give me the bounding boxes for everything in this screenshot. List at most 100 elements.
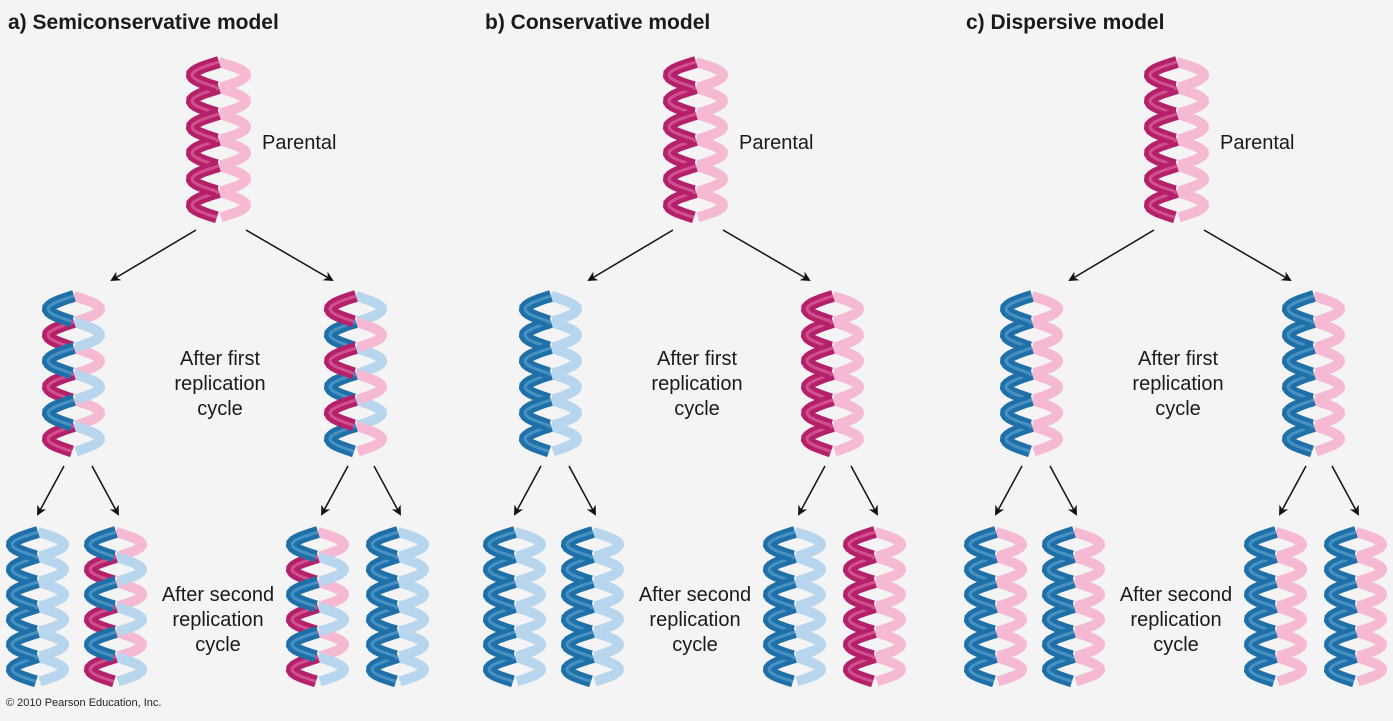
dna-helix xyxy=(662,56,729,224)
helix-strand-highlight xyxy=(1248,630,1277,658)
helix-strand-back xyxy=(396,652,430,687)
helix-strand-highlight xyxy=(1148,86,1178,115)
helix-strand-highlight xyxy=(190,190,220,219)
replication-arrow xyxy=(321,465,349,516)
helix-strand-highlight xyxy=(1004,294,1033,323)
helix-strand-back xyxy=(72,317,106,353)
panel-title: c) Dispersive model xyxy=(966,11,1165,34)
helix-strand-highlight xyxy=(1248,530,1277,558)
dna-helix xyxy=(518,290,583,458)
helix-strand-back xyxy=(694,83,729,119)
helix-strand-back xyxy=(873,627,907,662)
helix-strand-highlight xyxy=(523,424,552,453)
helix-strand-back xyxy=(831,291,865,327)
dna-helix xyxy=(560,526,625,688)
helix-strand-highlight xyxy=(328,424,357,453)
helix-strand-highlight xyxy=(523,346,552,375)
helix-strand-back xyxy=(36,602,70,637)
helix-strand-back xyxy=(1175,83,1210,119)
helix-strand-back xyxy=(1030,317,1064,353)
helix-strand-back xyxy=(1175,57,1210,93)
helix-strand-back xyxy=(72,291,106,327)
helix-strand-back xyxy=(694,109,729,145)
helix-strand-back xyxy=(994,652,1028,687)
helix-strand-highlight xyxy=(328,398,357,427)
helix-strand-back xyxy=(1072,577,1106,612)
helix-strand-back xyxy=(513,577,547,612)
helix-strand-highlight xyxy=(290,555,319,583)
helix-strand-back xyxy=(793,577,827,612)
replication-arrow xyxy=(587,229,674,282)
second-cycle-label: After second replication cycle xyxy=(1106,583,1246,658)
helix-strand-highlight xyxy=(10,530,39,558)
dna-helix xyxy=(41,290,106,458)
first-cycle-label-line: replication xyxy=(651,373,743,395)
helix-strand-highlight xyxy=(487,655,516,683)
helix-strand-back xyxy=(831,317,865,353)
dna-helix xyxy=(762,526,827,688)
helix-strand-highlight xyxy=(667,86,697,115)
helix-strand-highlight xyxy=(1248,555,1277,583)
first-cycle-label-line: replication xyxy=(174,373,266,395)
dna-helix xyxy=(83,526,148,688)
helix-strand-back xyxy=(354,317,388,353)
helix-strand-highlight xyxy=(370,580,399,608)
helix-strand-back xyxy=(316,652,350,687)
helix-strand-highlight xyxy=(10,655,39,683)
helix-strand-highlight xyxy=(968,580,997,608)
helix-strand-back xyxy=(994,552,1028,587)
helix-strand-back xyxy=(873,527,907,562)
helix-strand-back xyxy=(1175,161,1210,197)
helix-strand-back xyxy=(217,57,252,93)
helix-strand-back xyxy=(1030,369,1064,405)
helix-strand-back xyxy=(1072,527,1106,562)
helix-strand-highlight xyxy=(1286,320,1315,349)
helix-strand-highlight xyxy=(667,60,697,89)
helix-strand-back xyxy=(1072,627,1106,662)
panel-title: b) Conservative model xyxy=(485,11,711,34)
helix-strand-highlight xyxy=(1286,424,1315,453)
dna-helix xyxy=(1281,290,1346,458)
helix-strand-back xyxy=(1312,343,1346,379)
helix-strand-back xyxy=(1354,577,1388,612)
helix-strand-back xyxy=(831,343,865,379)
helix-strand-back xyxy=(1274,577,1308,612)
replication-arrow xyxy=(1203,229,1292,282)
helix-strand-highlight xyxy=(1286,372,1315,401)
helix-strand-back xyxy=(316,552,350,587)
replication-arrow xyxy=(1049,465,1077,516)
helix-strand-highlight xyxy=(46,346,75,375)
helix-strand-back xyxy=(513,627,547,662)
helix-strand-highlight xyxy=(565,580,594,608)
helix-strand-highlight xyxy=(1046,555,1075,583)
second-cycle-label-line: replication xyxy=(172,609,264,631)
helix-strand-back xyxy=(217,161,252,197)
helix-strand-back xyxy=(591,602,625,637)
helix-strand-back xyxy=(1175,187,1210,223)
helix-strand-back xyxy=(114,552,148,587)
first-cycle-label-line: cycle xyxy=(674,398,720,420)
helix-strand-back xyxy=(36,652,70,687)
helix-strand-highlight xyxy=(88,530,117,558)
helix-strand-back xyxy=(513,527,547,562)
helix-strand-back xyxy=(1354,602,1388,637)
panel-semiconservative: a) Semiconservative model Parental After… xyxy=(0,0,464,721)
helix-strand-back xyxy=(316,527,350,562)
helix-strand-back xyxy=(1312,395,1346,431)
helix-strand-back xyxy=(1072,652,1106,687)
helix-strand-highlight xyxy=(46,320,75,349)
helix-strand-back xyxy=(1175,135,1210,171)
helix-strand-highlight xyxy=(523,294,552,323)
helix-strand-back xyxy=(1274,627,1308,662)
helix-strand-highlight xyxy=(487,580,516,608)
helix-strand-highlight xyxy=(190,60,220,89)
helix-strand-back xyxy=(513,652,547,687)
helix-strand-highlight xyxy=(667,190,697,219)
helix-strand-highlight xyxy=(968,530,997,558)
helix-strand-highlight xyxy=(370,655,399,683)
dna-helix xyxy=(5,526,70,688)
helix-strand-highlight xyxy=(1148,60,1178,89)
helix-strand-highlight xyxy=(805,372,834,401)
helix-strand-back xyxy=(1354,527,1388,562)
helix-strand-highlight xyxy=(1286,346,1315,375)
